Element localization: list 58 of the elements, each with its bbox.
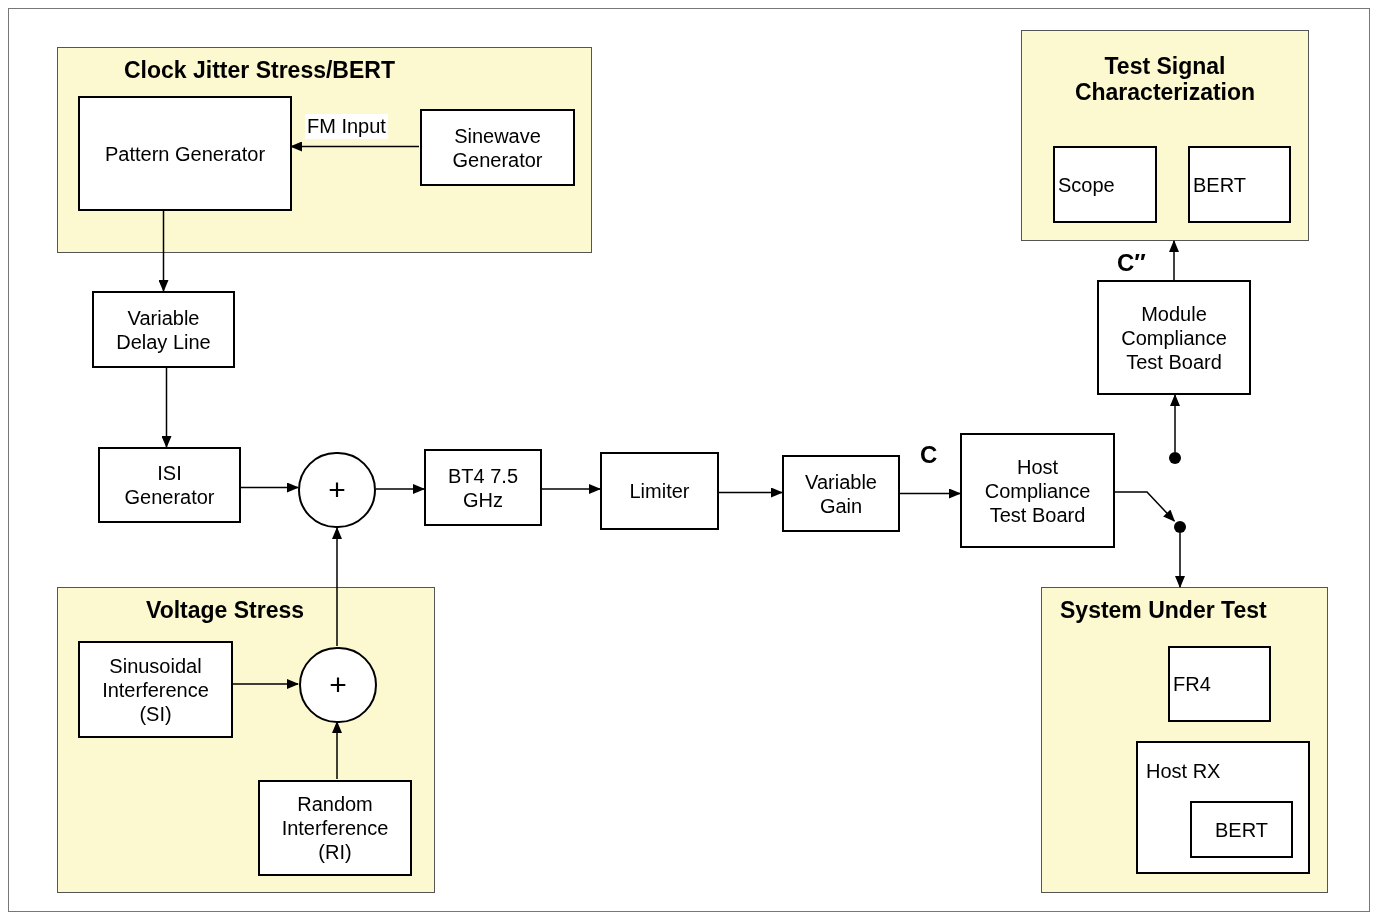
block-label: Host RX [1146,759,1221,783]
arrow [541,484,601,494]
group-heading: Voltage Stress [145,596,306,624]
block-label: Host Compliance Test Board [983,454,1092,527]
block-label: Scope [1058,172,1115,197]
block-label: BERT [1193,172,1246,197]
arrow [290,141,420,152]
block-label: Random Interference (RI) [280,792,390,864]
block-box [1188,146,1291,223]
arrow [1170,394,1180,453]
arrow [718,487,783,498]
block-box [1097,280,1251,395]
block-label: BERT [1215,817,1268,842]
block-box [1053,146,1157,223]
arrow [161,367,172,448]
arrow [1114,491,1176,522]
block-label: Limiter [629,479,690,503]
arrow [332,721,342,780]
arrow [240,482,299,493]
block-label: Variable Gain [804,469,878,518]
group-heading: System Under Test [1060,596,1268,624]
group-panel [1021,30,1309,241]
block-box [92,291,235,368]
block-box [424,449,542,526]
arrow [375,484,425,494]
block-box [1190,801,1293,858]
block-label: Module Compliance Test Board [1120,301,1228,374]
group-panel [57,47,592,253]
arrow [1175,532,1185,588]
arrow [1169,240,1179,281]
block-box [1168,646,1271,722]
block-box [98,447,241,523]
group-heading: Test Signal Characterization [1073,53,1257,105]
group-panel [57,587,435,893]
block-box [258,780,412,876]
edge-label: FM Input [305,114,388,139]
arrow [158,209,169,292]
group-panel [1041,587,1328,893]
block-label: Sinusoidal Interference (SI) [101,653,210,726]
block-label: BT4 7.5 GHz [446,463,519,512]
block-label: Pattern Generator [104,141,266,166]
block-box [420,109,575,186]
block-box [78,641,233,738]
block-label: ISI Generator [123,461,216,509]
block-box [960,433,1115,548]
block-label: Sinewave Generator [451,123,544,172]
block-box [78,96,292,211]
arrow [231,679,299,689]
plus-sign: + [328,475,346,505]
block-box [600,452,719,530]
arrow [332,527,342,647]
arrow [899,488,961,499]
block-box [782,455,900,532]
group-heading: Clock Jitter Stress/BERT [123,56,396,84]
block-label: Variable Delay Line [115,305,212,354]
block-box [1136,741,1310,874]
plus-sign: + [329,670,347,700]
block-label: FR4 [1173,672,1211,696]
